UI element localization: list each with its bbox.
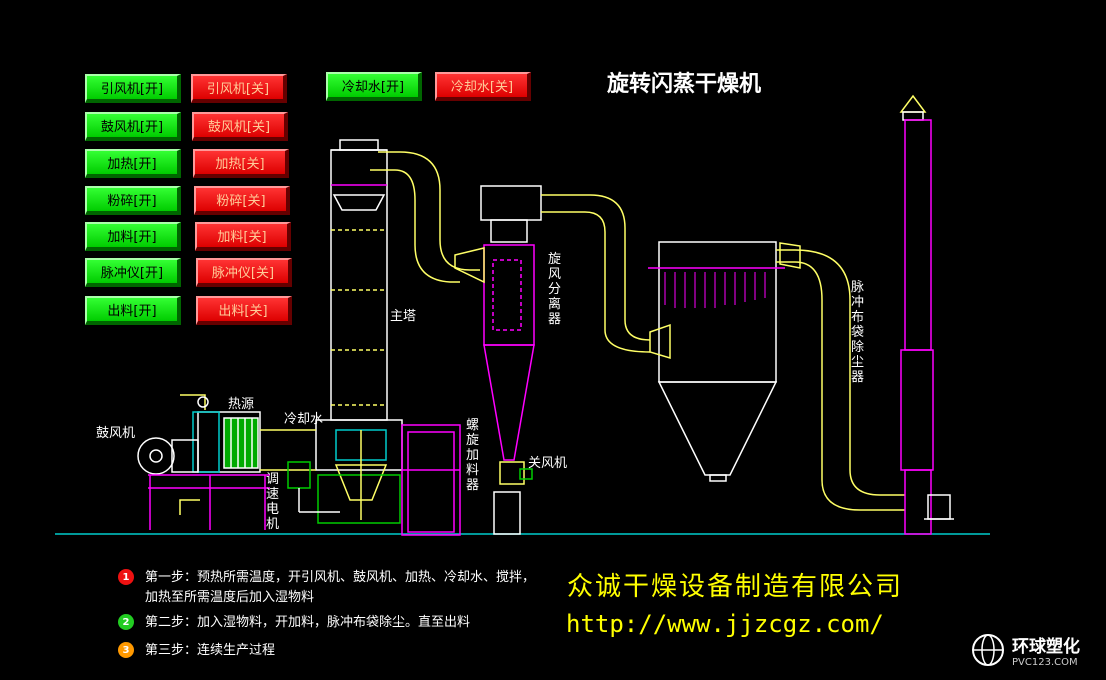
cooling-water-off-button[interactable]: 冷却水[关] (435, 72, 531, 101)
pipe-cyclone-to-baghouse (541, 194, 651, 341)
heating-off-button[interactable]: 加热[关] (193, 149, 289, 178)
pulse-on-button[interactable]: 脉冲仪[开] (85, 258, 181, 287)
blower-off-button[interactable]: 鼓风机[关] (192, 112, 288, 141)
pipe-baghouse-to-stack (776, 249, 905, 496)
induced-fan-on-button[interactable]: 引风机[开] (85, 74, 181, 103)
discharge-off-button[interactable]: 出料[关] (196, 296, 292, 325)
main-tower (315, 139, 403, 524)
cyclone (454, 185, 542, 461)
blower-on-button[interactable]: 鼓风机[开] (85, 112, 181, 141)
speed-motor (287, 461, 340, 513)
main-tower-label: 主塔 (390, 309, 417, 324)
step-3-number: 3 (118, 642, 134, 658)
page-title: 旋转闪蒸干燥机 (607, 72, 762, 97)
pulse-off-button[interactable]: 脉冲仪[关] (196, 258, 292, 287)
cyclone-label: 旋风分离器 (548, 252, 562, 327)
heat-source (192, 411, 261, 473)
exhaust-stack (899, 94, 934, 535)
baghouse (648, 241, 785, 482)
grinding-on-button[interactable]: 粉碎[开] (85, 186, 181, 215)
globe-icon (972, 634, 1004, 666)
discharge-on-button[interactable]: 出料[开] (85, 296, 181, 325)
filter-bags (664, 272, 766, 308)
closing-fan-label: 关风机 (528, 456, 568, 471)
feeding-on-button[interactable]: 加料[开] (85, 222, 181, 251)
cooling-water-on-button[interactable]: 冷却水[开] (326, 72, 422, 101)
speed-motor-label: 调速电机 (266, 472, 280, 532)
logo-name: 环球塑化 (1012, 637, 1080, 657)
company-url[interactable]: http://www.jjzcgz.com/ (566, 610, 884, 638)
screw-feeder (401, 424, 461, 536)
step-3-text: 第三步：连续生产过程 (145, 643, 276, 658)
logo-sub: PVC123.COM (1012, 657, 1078, 668)
logo: 环球塑化 PVC123.COM (970, 632, 1080, 668)
feeding-off-button[interactable]: 加料[关] (195, 222, 291, 251)
induced-fan (924, 494, 954, 520)
induced-fan-off-button[interactable]: 引风机[关] (191, 74, 287, 103)
company-name: 众诚干燥设备制造有限公司 (567, 572, 904, 602)
step-2-number: 2 (118, 614, 134, 630)
cooling-water-label: 冷却水 (284, 412, 324, 427)
blower (137, 437, 199, 475)
baghouse-label: 脉冲布袋除尘器 (851, 280, 865, 385)
step-2-text: 第二步：加入湿物料，开加料，脉冲布袋除尘。直至出料 (145, 615, 471, 630)
step-3: 3 第三步：连续生产过程 (118, 641, 275, 661)
step-1-text: 第一步：预热所需温度，开引风机、鼓风机、加热、冷却水、搅拌， (145, 570, 536, 585)
blower-label: 鼓风机 (96, 426, 136, 441)
screw-feeder-label: 螺旋加料器 (466, 418, 480, 493)
step-1-text-cont: 加热至所需温度后加入湿物料 (145, 590, 315, 605)
grinding-off-button[interactable]: 粉碎[关] (194, 186, 290, 215)
stand (148, 474, 270, 530)
step-1-number: 1 (118, 569, 134, 585)
step-1: 1 第一步：预热所需温度，开引风机、鼓风机、加热、冷却水、搅拌， 加热至所需温度… (118, 568, 535, 608)
closing-fan (493, 461, 533, 535)
heat-source-label: 热源 (228, 397, 255, 412)
step-2: 2 第二步：加入湿物料，开加料，脉冲布袋除尘。直至出料 (118, 613, 470, 633)
heating-on-button[interactable]: 加热[开] (85, 149, 181, 178)
